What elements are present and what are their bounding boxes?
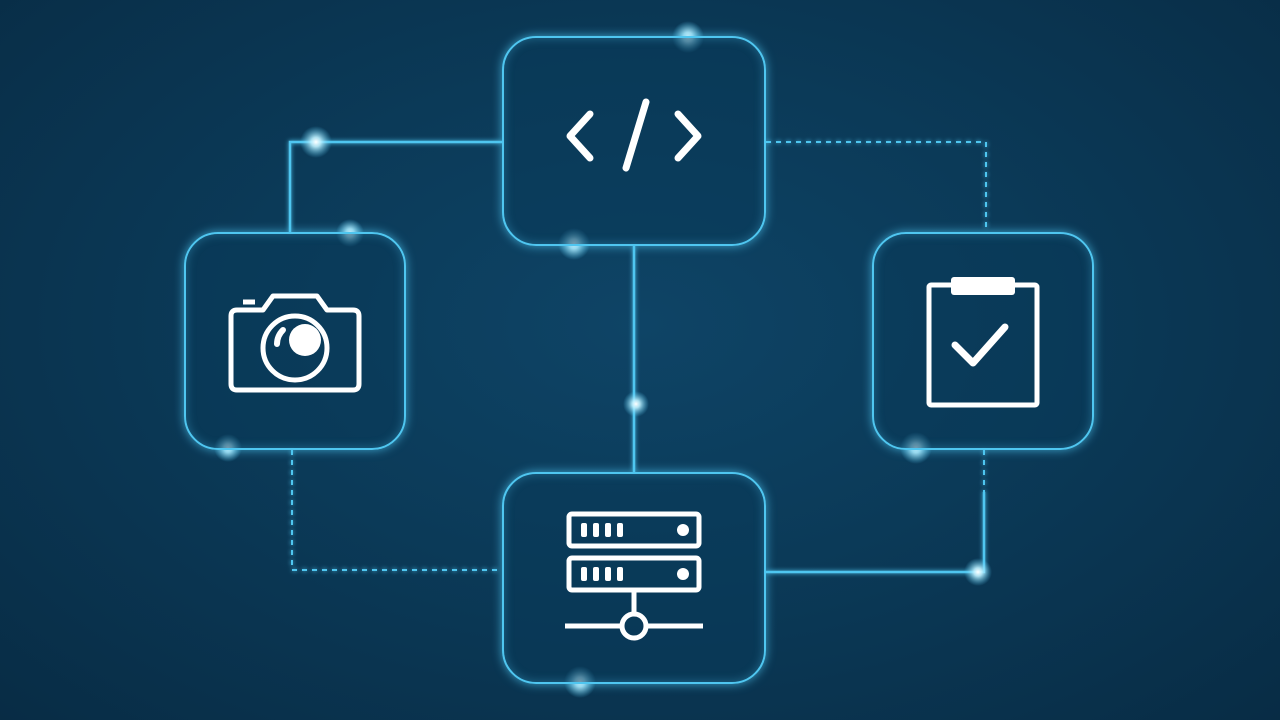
connector-camera-code <box>288 140 502 232</box>
server-network-icon <box>565 511 703 641</box>
node-camera: camera-icon <box>184 232 406 450</box>
node-code: code-icon <box>502 36 766 246</box>
glow-dot <box>623 391 649 417</box>
connector-code-clipboard <box>766 141 987 232</box>
glow-dot <box>300 126 332 158</box>
glow-dot <box>964 558 992 586</box>
node-server: server-network-icon <box>502 472 766 684</box>
clipboard-check-icon <box>926 277 1040 408</box>
node-clipboard: clipboard-check-icon <box>872 232 1094 450</box>
connector-clipboard-server-solid <box>766 492 986 574</box>
camera-icon <box>228 293 362 393</box>
connector-camera-server <box>291 450 502 571</box>
code-icon <box>566 98 702 172</box>
